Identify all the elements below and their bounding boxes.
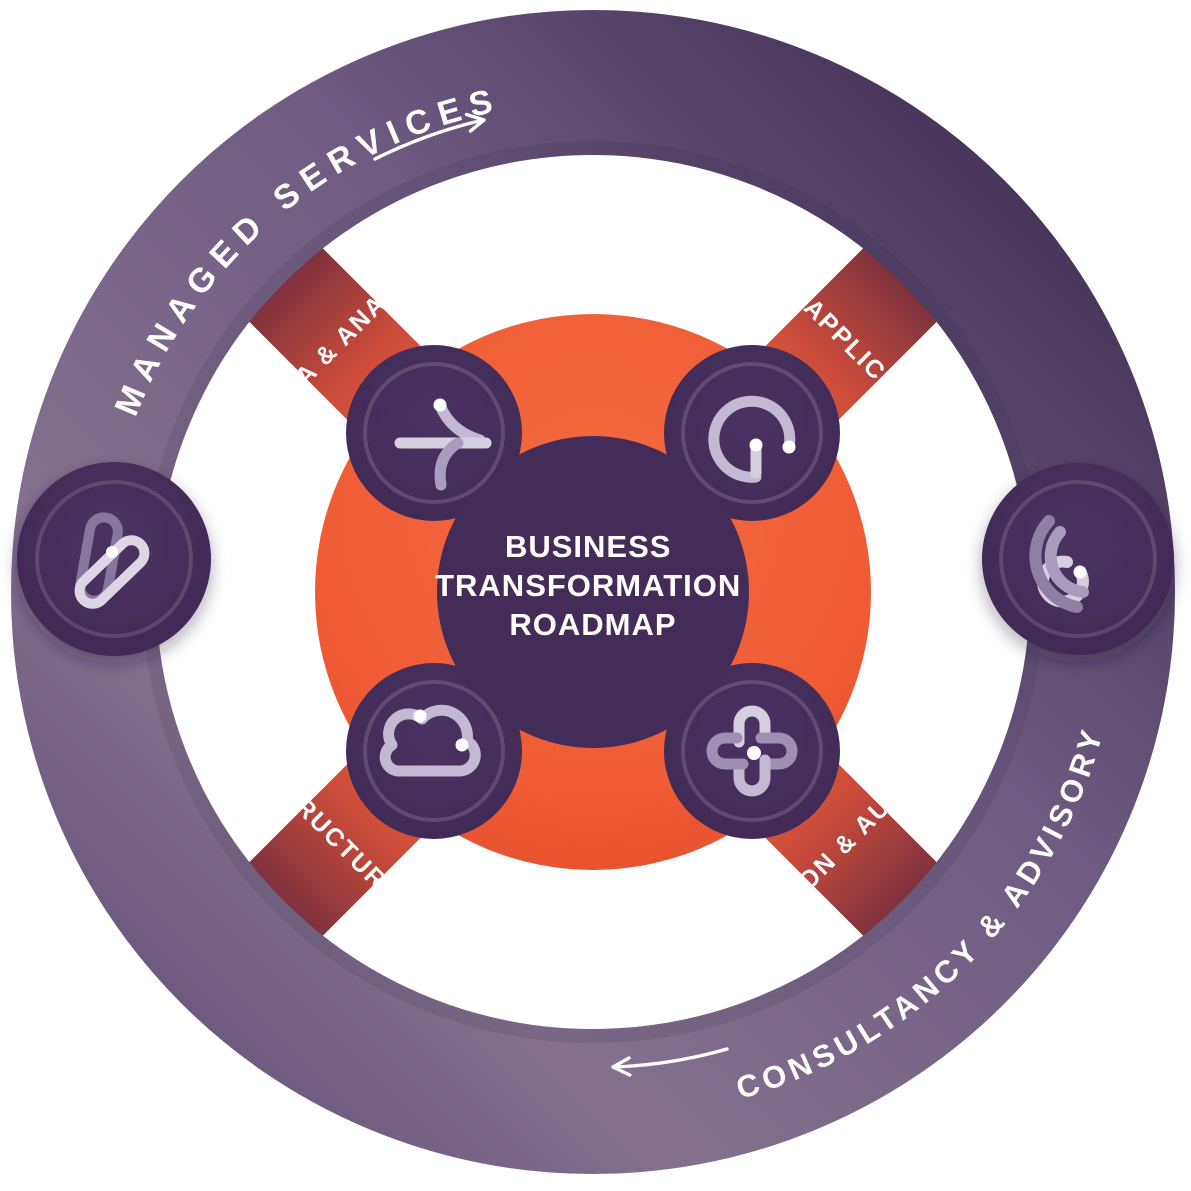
analytics-curve-icon — [394, 398, 492, 491]
node-bottom-left — [346, 663, 522, 839]
clockwise-arrow-bottom-icon — [611, 1047, 729, 1077]
node-top-left — [346, 345, 522, 521]
interlocked-loops-icon — [706, 705, 798, 797]
node-bottom-left-inner-ring — [363, 680, 505, 822]
ring-badge-left-inner-ring — [35, 480, 193, 638]
center-title: BUSINESS TRANSFORMATION ROADMAP — [435, 529, 751, 642]
node-top-right-inner-ring — [681, 362, 823, 504]
center-circle — [437, 436, 749, 748]
sonar-signal-icon — [1029, 515, 1089, 613]
clockwise-arrow-top-icon — [373, 112, 486, 161]
node-top-right — [664, 345, 840, 521]
node-bottom-right-inner-ring — [681, 680, 823, 822]
linked-pills-icon — [74, 512, 150, 609]
center-blob — [346, 345, 840, 839]
center-title-line-2: TRANSFORMATION — [435, 568, 741, 603]
center-title-line-3: ROADMAP — [509, 607, 676, 642]
center-title-line-1: BUSINESS — [505, 529, 671, 564]
node-top-left-inner-ring — [363, 362, 505, 504]
ring-badge-left — [17, 462, 211, 656]
ring-badge-right-inner-ring — [999, 480, 1157, 638]
gauge-dial-icon — [708, 395, 796, 483]
cloud-icon — [379, 704, 481, 777]
ring-badge-right — [982, 463, 1174, 655]
